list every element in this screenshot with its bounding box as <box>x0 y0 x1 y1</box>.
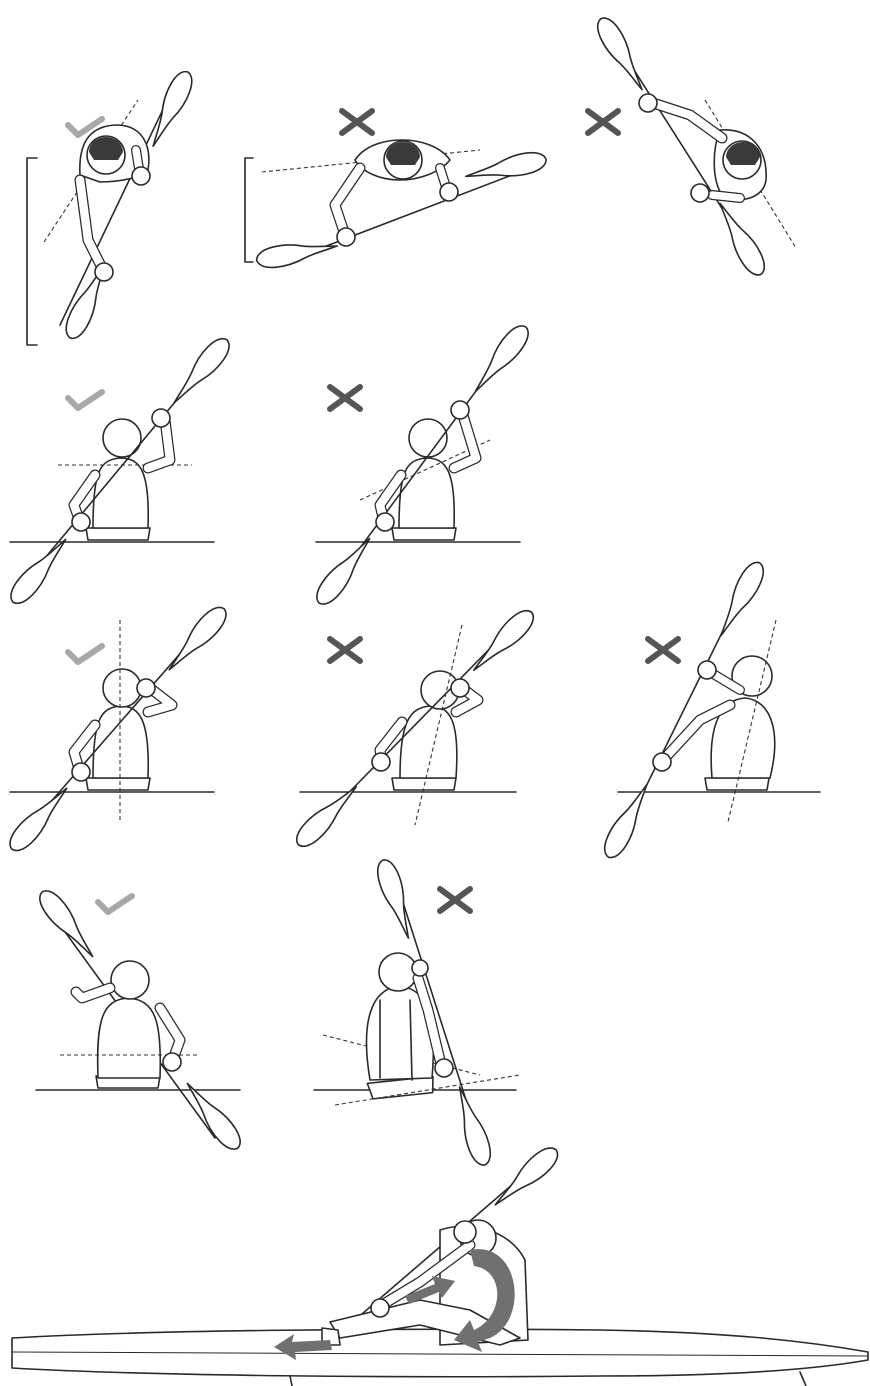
cross-icon <box>330 387 360 409</box>
panel-front-view-correct-1 <box>5 333 235 609</box>
panel-top-view-correct <box>27 68 197 345</box>
panel-top-view-wrong-1 <box>245 111 548 271</box>
panel-back-view-correct <box>34 886 246 1155</box>
reach-bracket <box>27 158 37 345</box>
cross-icon <box>330 639 360 661</box>
hand <box>132 167 150 185</box>
cross-icon <box>440 889 470 911</box>
torso <box>93 458 148 528</box>
check-icon <box>98 896 132 912</box>
head <box>103 419 141 457</box>
panel-top-view-wrong-2 <box>588 13 796 279</box>
panel-front-view-wrong-1 <box>311 321 534 610</box>
back <box>98 998 161 1078</box>
cross-icon <box>588 111 618 133</box>
paddle-blade <box>144 68 197 151</box>
check-icon <box>68 392 102 408</box>
cross-icon <box>342 111 372 133</box>
panel-front-view-correct-2 <box>4 602 232 856</box>
panel-side-view-kayak <box>12 1142 868 1386</box>
cross-icon <box>648 639 678 661</box>
panel-front-view-wrong-2 <box>291 605 539 852</box>
hand <box>95 263 113 281</box>
panel-back-view-wrong <box>314 857 520 1168</box>
panel-front-view-wrong-3 <box>599 558 820 862</box>
cockpit <box>86 528 150 540</box>
check-icon <box>68 646 102 662</box>
